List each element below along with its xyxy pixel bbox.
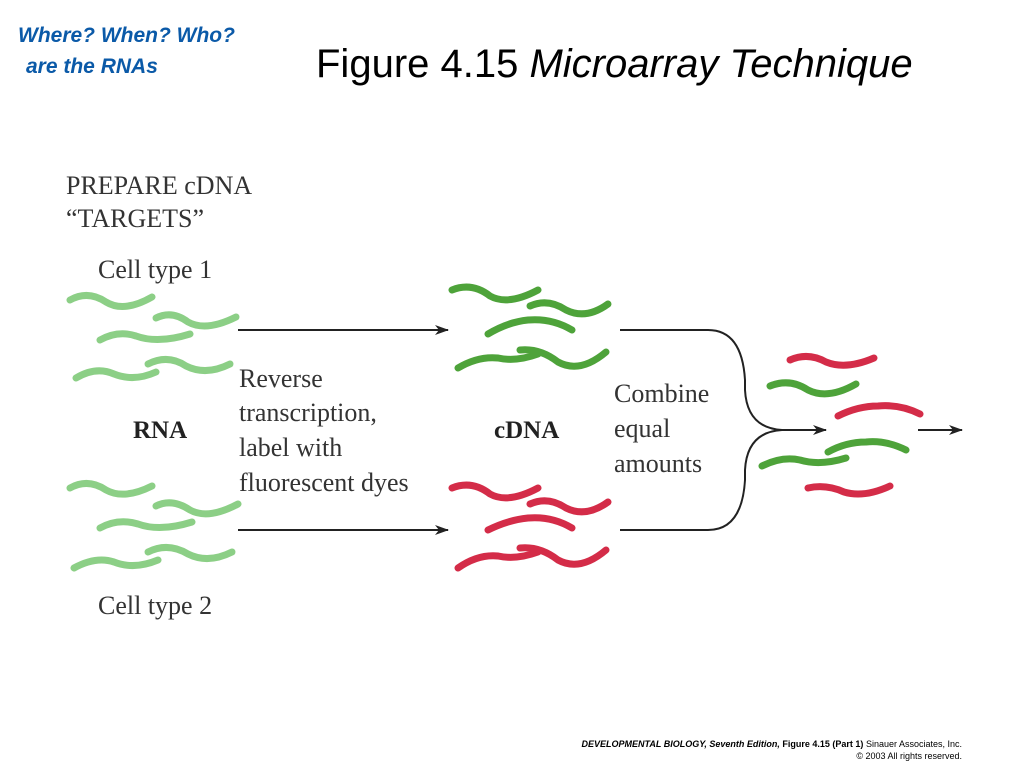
cell-type-2-label: Cell type 2 [98,591,212,620]
rna-strand [96,518,196,532]
rna-strand [152,311,240,330]
rna-strand [96,330,194,344]
heading-line-1: PREPARE cDNA [66,171,252,200]
title-plain: Figure 4.15 [316,42,530,86]
slide-note: Where? When? Who? are the RNAs [18,20,235,82]
rna-strand [152,499,242,518]
arrow-combine-bottom [620,429,783,531]
book-title: DEVELOPMENTAL BIOLOGY, Seventh Edition, [581,739,780,749]
step1-line-2: transcription, [239,398,377,427]
arrow-combine-top [620,329,827,435]
red-cdna [448,481,612,572]
green-cdna [448,283,612,372]
mixed-strand [834,402,924,420]
cdna-strand [516,346,610,370]
cdna-strand [526,299,612,318]
rna-strand [144,356,234,374]
step1-line-1: Reverse [239,364,323,393]
cell-type-1-rna [66,292,240,382]
mixed-strand [804,482,894,498]
step1-line-3: label with [239,433,342,462]
mixed-strand [766,379,860,398]
rna-label: RNA [133,417,187,444]
step2-line-2: equal [614,414,670,443]
cdna-strand [454,350,542,372]
cell-type-2-rna [66,480,242,572]
publisher: Sinauer Associates, Inc. [863,739,962,749]
rna-strand [66,480,156,498]
note-line-2: are the RNAs [26,55,158,78]
mixed-strand [758,454,850,470]
cdna-strand [526,497,612,516]
flow-arrows [238,325,963,535]
cdna-strand [454,548,542,572]
cdna-strand [484,316,576,338]
copyright: © 2003 All rights reserved. [856,751,962,761]
cdna-strand [484,514,576,534]
cdna-strand [448,481,542,502]
step2-line-3: amounts [614,449,702,478]
step2-line-1: Combine [614,379,709,408]
mixed-strand [824,438,910,456]
note-line-1: Where? When? Who? [18,24,235,47]
rna-strand [72,367,160,382]
cdna-label: cDNA [494,417,559,444]
combined-mixture [758,353,924,498]
cdna-strand [516,544,610,568]
mixed-strand [786,353,878,369]
slide-title: Figure 4.15 Microarray Technique [316,34,913,94]
rna-strand [66,292,156,310]
step1-line-4: fluorescent dyes [239,468,409,497]
cell-type-1-label: Cell type 1 [98,255,212,284]
rna-strand [70,556,162,572]
heading-line-2: “TARGETS” [66,204,204,233]
credit-line-1: DEVELOPMENTAL BIOLOGY, Seventh Edition, … [582,738,962,750]
title-italic: Microarray Technique [529,42,913,86]
cdna-strand [448,283,542,304]
figure-credit: DEVELOPMENTAL BIOLOGY, Seventh Edition, … [582,738,962,762]
figure-ref: Figure 4.15 (Part 1) [779,739,864,749]
rna-strand [144,544,236,562]
